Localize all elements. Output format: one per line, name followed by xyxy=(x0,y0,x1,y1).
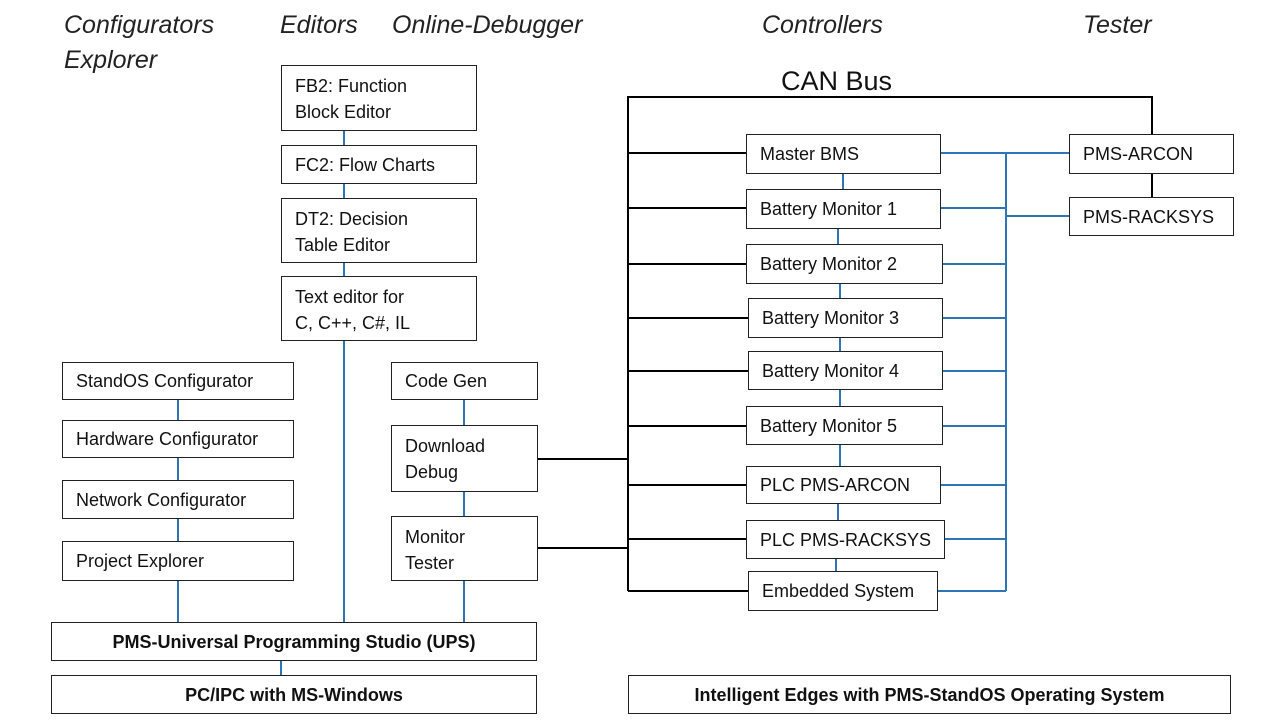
studio-label: PMS-Universal Programming Studio (UPS) xyxy=(112,631,476,652)
editor-text-line2: C, C++, C#, IL xyxy=(295,313,411,333)
header-controllers: Controllers xyxy=(762,11,883,39)
editor-fc2-box: FC2: Flow Charts xyxy=(281,145,477,184)
controller-label: Battery Monitor 3 xyxy=(762,308,900,328)
debugger-monitor-line2: Tester xyxy=(405,553,455,573)
tester-label: PMS-ARCON xyxy=(1083,144,1194,164)
debugger-code-gen-box: Code Gen xyxy=(391,362,538,400)
controller-battery-monitor-2: Battery Monitor 2 xyxy=(746,244,943,284)
controller-battery-monitor-4: Battery Monitor 4 xyxy=(748,351,943,390)
tester-pms-racksys: PMS-RACKSYS xyxy=(1069,197,1234,236)
config-project-explorer-label: Project Explorer xyxy=(76,551,205,571)
can-bus-label: CAN Bus xyxy=(781,66,893,96)
header-tester: Tester xyxy=(1083,11,1152,39)
debugger-monitor-line1: Monitor xyxy=(405,527,466,547)
config-standos-label: StandOS Configurator xyxy=(76,371,254,391)
controller-label: PLC PMS-RACKSYS xyxy=(760,529,932,550)
controller-battery-monitor-3: Battery Monitor 3 xyxy=(748,298,943,338)
editor-fb2-line2: Block Editor xyxy=(295,102,392,122)
edges-box: Intelligent Edges with PMS-StandOS Opera… xyxy=(628,675,1231,714)
header-editors: Editors xyxy=(280,11,358,39)
controller-label: PLC PMS-ARCON xyxy=(760,475,911,495)
header-explorer: Explorer xyxy=(64,46,158,74)
header-configurators: Configurators xyxy=(64,11,215,39)
editor-text-line1: Text editor for xyxy=(295,287,405,307)
editor-fc2-label: FC2: Flow Charts xyxy=(295,154,436,175)
pc-label: PC/IPC with MS-Windows xyxy=(185,684,403,705)
controller-label: Battery Monitor 2 xyxy=(760,254,898,274)
editor-text-box: Text editor for C, C++, C#, IL xyxy=(281,276,477,341)
studio-box: PMS-Universal Programming Studio (UPS) xyxy=(51,622,537,661)
controller-master-bms: Master BMS xyxy=(746,134,941,174)
edges-label: Intelligent Edges with PMS-StandOS Opera… xyxy=(694,684,1165,705)
debugger-download-line1: Download xyxy=(405,436,486,456)
controller-battery-monitor-1: Battery Monitor 1 xyxy=(746,189,941,229)
editor-dt2-line2: Table Editor xyxy=(295,235,391,255)
config-hardware-label: Hardware Configurator xyxy=(76,429,259,449)
config-network-label: Network Configurator xyxy=(76,489,247,510)
controller-label: Battery Monitor 5 xyxy=(760,415,898,436)
controller-embedded-system: Embedded System xyxy=(748,571,938,611)
controller-label: Battery Monitor 4 xyxy=(762,360,900,381)
debugger-download-line2: Debug xyxy=(405,462,459,482)
controller-label: Embedded System xyxy=(762,581,915,601)
editor-dt2-line1: DT2: Decision xyxy=(295,209,409,229)
config-standos-box: StandOS Configurator xyxy=(62,362,294,400)
editor-fb2-line1: FB2: Function xyxy=(295,76,408,96)
config-project-explorer-box: Project Explorer xyxy=(62,541,294,581)
config-hardware-box: Hardware Configurator xyxy=(62,420,294,458)
config-network-box: Network Configurator xyxy=(62,480,294,519)
controller-plc-pms-arcon: PLC PMS-ARCON xyxy=(746,466,941,504)
controller-label: Master BMS xyxy=(760,144,860,164)
debugger-code-gen-label: Code Gen xyxy=(405,371,488,391)
tester-pms-arcon: PMS-ARCON xyxy=(1069,134,1234,174)
controller-plc-pms-racksys: PLC PMS-RACKSYS xyxy=(746,520,945,559)
tester-label: PMS-RACKSYS xyxy=(1083,206,1215,227)
controller-label: Battery Monitor 1 xyxy=(760,199,898,219)
header-online-debugger: Online-Debugger xyxy=(392,11,583,39)
pc-box: PC/IPC with MS-Windows xyxy=(51,675,537,714)
controller-battery-monitor-5: Battery Monitor 5 xyxy=(746,406,943,445)
